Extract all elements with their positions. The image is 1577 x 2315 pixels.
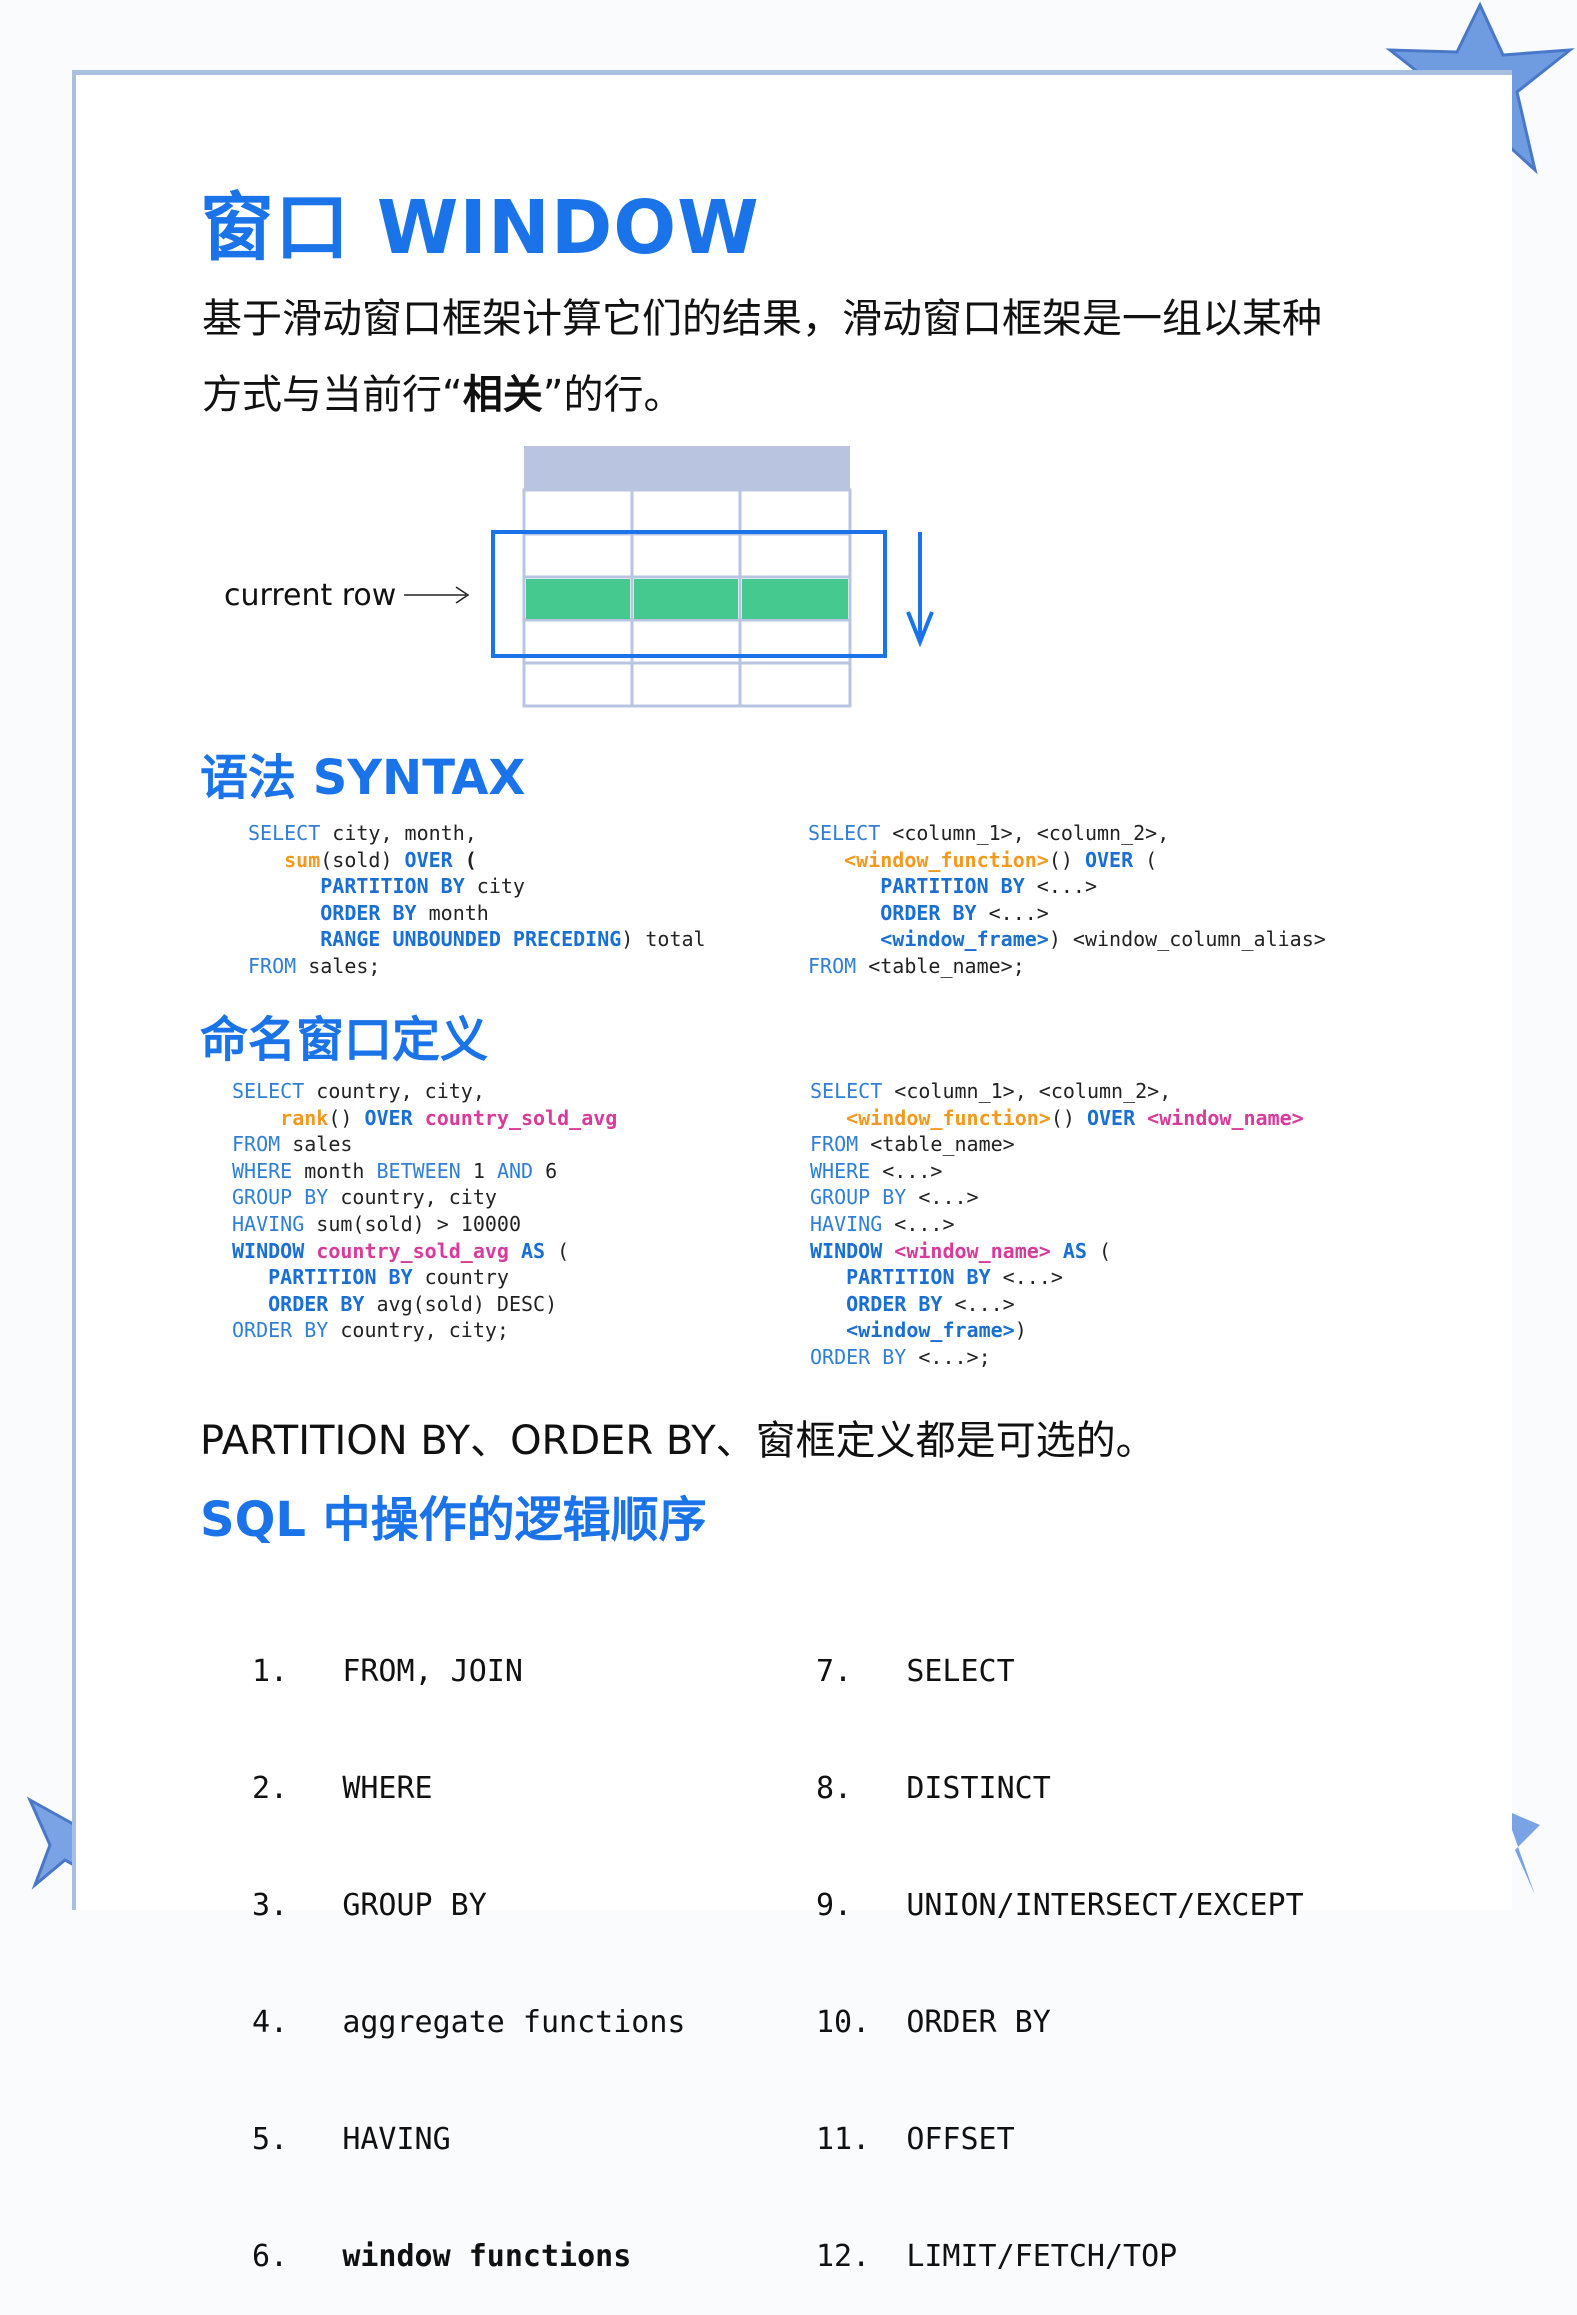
syntax-example-code: SELECT city, month, sum(sold) OVER ( PAR… [248, 821, 706, 978]
list-item: 9. UNION/INTERSECT/EXCEPT [816, 1888, 1304, 1923]
list-item: 5. HAVING [252, 2122, 451, 2157]
syntax-template-code: SELECT <column_1>, <column_2>, <window_f… [808, 821, 1326, 978]
list-item: 2. WHERE [252, 1771, 433, 1806]
optional-note: PARTITION BY、ORDER BY、窗框定义都是可选的。 [200, 1418, 1156, 1464]
named-window-template-code: SELECT <column_1>, <column_2>, <window_f… [810, 1079, 1304, 1369]
list-item: 10. ORDER BY [816, 2005, 1051, 2040]
description-line-2: 方式与当前行“相关”的行。 [202, 372, 684, 418]
list-item: 6. window functions [252, 2239, 632, 2274]
list-item: 3. GROUP BY [252, 1888, 487, 1923]
list-item: 1. FROM, JOIN [252, 1654, 523, 1689]
description-line-1: 基于滑动窗口框架计算它们的结果，滑动窗口框架是一组以某种 [202, 296, 1322, 342]
list-item: 11. OFFSET [816, 2122, 1015, 2157]
named-window-example-code: SELECT country, city, rank() OVER countr… [232, 1079, 618, 1343]
list-item: 8. DISTINCT [816, 1771, 1051, 1806]
list-item: 12. LIMIT/FETCH/TOP [816, 2239, 1178, 2274]
order-heading: SQL 中操作的逻辑顺序 [200, 1492, 707, 1548]
page-title: 窗口 WINDOW [200, 185, 760, 271]
order-list-left: 1. FROM, JOIN 2. WHERE 3. GROUP BY 4. ag… [252, 1574, 685, 2315]
named-window-heading: 命名窗口定义 [200, 1012, 489, 1068]
window-frame-diagram [404, 446, 934, 708]
list-item: 7. SELECT [816, 1654, 1015, 1689]
page-card [72, 70, 1512, 1910]
star-icon [1505, 1810, 1540, 1895]
order-list-right: 7. SELECT 8. DISTINCT 9. UNION/INTERSECT… [816, 1574, 1304, 2315]
emphasis-text: 相关 [462, 372, 543, 418]
syntax-heading: 语法 SYNTAX [200, 750, 526, 806]
current-row-label: current row [224, 578, 397, 613]
list-item: 4. aggregate functions [252, 2005, 686, 2040]
